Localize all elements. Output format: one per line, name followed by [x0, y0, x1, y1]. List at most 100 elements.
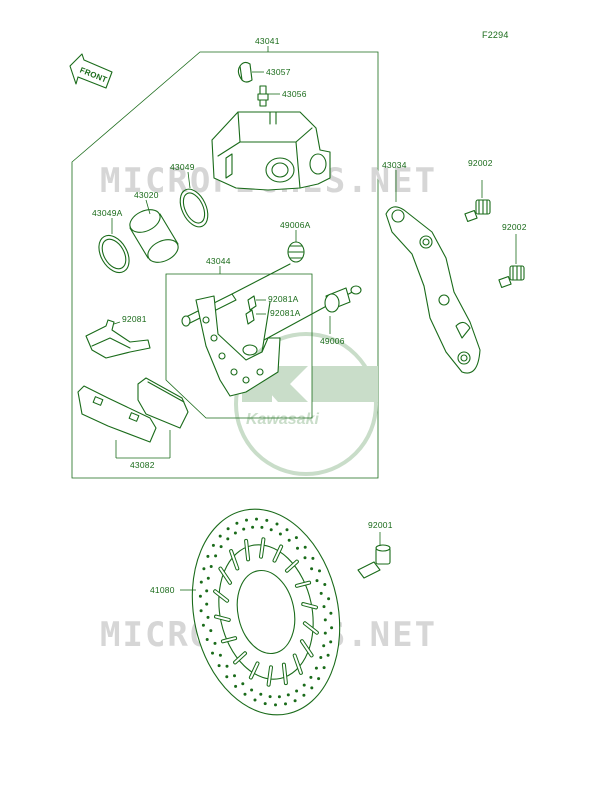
disc-hole [295, 689, 299, 693]
disc-hole [219, 545, 223, 549]
disc-hole [260, 525, 264, 529]
disc-hole [269, 528, 273, 532]
label-43049A: 43049A [92, 208, 123, 218]
disc-hole [213, 641, 217, 645]
disc-vent-slot [303, 622, 318, 634]
disc-hole [205, 638, 209, 641]
disc-vent-slot [293, 654, 302, 674]
bleeder-cap-43057 [237, 61, 253, 83]
disc-hole [265, 518, 269, 522]
disc-hole [214, 554, 218, 558]
disc-hole [323, 618, 327, 622]
label-92081A-1: 92081A [268, 294, 299, 304]
brake-disc-41080 [191, 508, 341, 716]
disc-hole [302, 693, 306, 697]
disc-hole [277, 695, 281, 699]
disc-vent-slot [260, 538, 265, 558]
disc-hole [233, 674, 236, 678]
disc-vent-slot [273, 545, 283, 562]
disc-hole [206, 554, 210, 558]
disc-hole [205, 589, 209, 593]
disc-hole [206, 576, 210, 580]
disc-hole [206, 615, 210, 619]
disc-hole [284, 702, 287, 706]
disc-vent-slot [267, 666, 272, 686]
disc-hole [275, 522, 279, 526]
disc-hole [314, 666, 318, 670]
disc-hole [225, 675, 229, 679]
piston-seal-43049 [179, 188, 209, 228]
label-92081A-2: 92081A [270, 308, 301, 318]
label-43056: 43056 [282, 89, 307, 99]
disc-hole [209, 565, 213, 568]
brake-pads-43082 [77, 377, 189, 443]
disc-hole [235, 521, 239, 525]
label-92081: 92081 [122, 314, 147, 324]
disc-vent-slot [234, 652, 246, 664]
disc-hole [329, 640, 333, 644]
disc-hole [242, 527, 246, 531]
disc-hole [330, 626, 334, 630]
torque-link-43034 [385, 206, 481, 374]
disc-hole [274, 703, 277, 707]
disc-hole [309, 675, 313, 679]
disc-hole [287, 538, 291, 542]
disc-hole [225, 664, 229, 668]
disc-vent-slot [245, 539, 250, 561]
disc-hole [319, 656, 323, 659]
bolt-92002-upper [464, 199, 491, 223]
pad-spring-92081 [85, 319, 151, 359]
disc-hole [198, 594, 202, 598]
piston-43020 [129, 209, 179, 263]
disc-hole [202, 567, 206, 571]
bolt-92002-lower [498, 265, 525, 289]
disc-hole [323, 631, 327, 635]
disc-hole [243, 692, 247, 696]
bleeder-valve-43056 [257, 85, 269, 107]
disc-hole [226, 527, 230, 531]
disc-hole [218, 534, 222, 538]
disc-vent-slot [221, 637, 237, 643]
disc-hole [245, 518, 248, 522]
disc-vent-slot [282, 663, 287, 685]
disc-hole [211, 543, 215, 547]
disc-hole [293, 699, 297, 703]
disc-hole [296, 546, 299, 550]
disc-vent-slot [286, 560, 298, 572]
disc-hole [310, 567, 314, 571]
disc-hole [201, 623, 205, 627]
label-49006A: 49006A [280, 220, 311, 230]
disc-hole [278, 532, 282, 536]
disc-hole [327, 597, 331, 601]
disc-hole [263, 702, 267, 706]
slide-pin-49006 [263, 285, 362, 341]
label-43057: 43057 [266, 67, 291, 77]
disc-hole [199, 609, 203, 613]
disc-hole [209, 629, 213, 633]
disc-hole [217, 664, 221, 668]
label-43034: 43034 [382, 160, 407, 170]
disc-hole [250, 688, 254, 692]
boot-49006A [287, 241, 305, 263]
disc-hole [218, 653, 222, 657]
label-43041: 43041 [255, 36, 280, 46]
disc-hole [255, 517, 258, 521]
figure-code: F2294 [482, 30, 509, 40]
disc-hole [318, 569, 321, 573]
disc-hole [234, 684, 238, 688]
disc-vent-slot [249, 662, 259, 679]
disc-vent-slot [215, 615, 230, 621]
disc-hole [226, 537, 230, 541]
disc-vent-slot [302, 603, 317, 609]
disc-hole [322, 644, 326, 648]
label-43049: 43049 [170, 162, 195, 172]
disc-hole [322, 666, 326, 670]
bracket-43044-boundary [165, 273, 313, 419]
disc-vent-slot [230, 550, 239, 570]
label-43082: 43082 [130, 460, 155, 470]
kawasaki-logo-text: Kawasaki [246, 411, 319, 428]
disc-hole [233, 531, 237, 535]
disc-hole [268, 695, 272, 699]
disc-hole [303, 556, 307, 560]
